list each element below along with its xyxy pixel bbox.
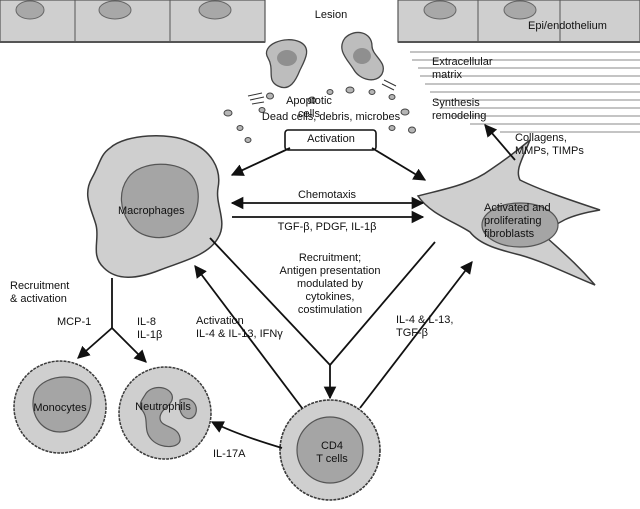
arrow-to-neutrophils: [111, 327, 147, 363]
arrow-tcell-to-neutrophils: [210, 421, 283, 449]
arrow-to-monocytes: [77, 327, 113, 359]
label-monocytes: Monocytes: [33, 402, 87, 414]
fibroblast-cell: [416, 139, 601, 286]
cd4-t-cell: [279, 399, 381, 501]
label-recruitment-antigen: Recruitment; Antigen presentation modula…: [279, 252, 381, 316]
label-activation-il4-il13: Activation IL-4 & IL-13, IFNγ: [196, 315, 283, 340]
label-neutrophils: Neutrophils: [135, 401, 191, 413]
label-tgf-pdgf: TGF-β, PDGF, IL-1β: [277, 221, 377, 233]
arrow-tcell-to-macrophage: [194, 264, 303, 409]
arrows: [77, 124, 516, 449]
label-il17a: IL-17A: [213, 448, 246, 460]
label-extracellular-matrix: Extracellular matrix: [432, 56, 493, 81]
label-lesion: Lesion: [314, 9, 348, 21]
epithelium-right: [397, 0, 640, 43]
label-dead-cells: Dead cells, debris, microbes: [261, 111, 401, 123]
label-macrophages: Macrophages: [118, 205, 185, 217]
arrow-tcell-to-fibroblast: [359, 261, 473, 409]
label-activation: Activation: [307, 133, 355, 145]
activation-box: [284, 129, 377, 151]
macrophage-cell: [87, 135, 223, 278]
label-il8-il1b: IL-8 IL-1β: [137, 316, 163, 341]
label-recruitment-activation: Recruitment & activation: [10, 280, 70, 305]
line-macrophage-to-tcell: [209, 237, 331, 366]
label-apoptotic-cells: Apoptotic cells: [286, 95, 332, 120]
debris-particles: [223, 79, 416, 143]
monocyte-cell: [13, 360, 107, 454]
label-collagens: Collagens, MMPs, TIMPs: [515, 132, 584, 157]
arrow-activation-to-fibroblast: [371, 147, 427, 181]
arrow-fibroblast-to-ecm: [484, 124, 516, 161]
apoptotic-cell-left: [265, 39, 308, 89]
label-epi-endothelium: Epi/endothelium: [528, 20, 607, 32]
neutrophil-cell: [118, 366, 212, 460]
label-chemotaxis: Chemotaxis: [297, 189, 357, 201]
label-fibroblasts: Activated and proliferating fibroblasts: [484, 202, 551, 240]
arrow-activation-to-macrophage: [230, 147, 291, 176]
label-cd4-t-cells: CD4 T cells: [316, 440, 348, 465]
label-il4-l13-tgfb: IL-4 & L-13, TGF-β: [396, 314, 454, 339]
apoptotic-cell-right: [341, 31, 384, 81]
extracellular-matrix: [410, 51, 640, 133]
epithelium-left: [0, 0, 266, 43]
line-fibroblast-to-tcell: [329, 241, 436, 366]
label-synthesis-remodeling: Synthesis remodeling: [432, 97, 487, 122]
label-mcp1: MCP-1: [57, 316, 92, 328]
